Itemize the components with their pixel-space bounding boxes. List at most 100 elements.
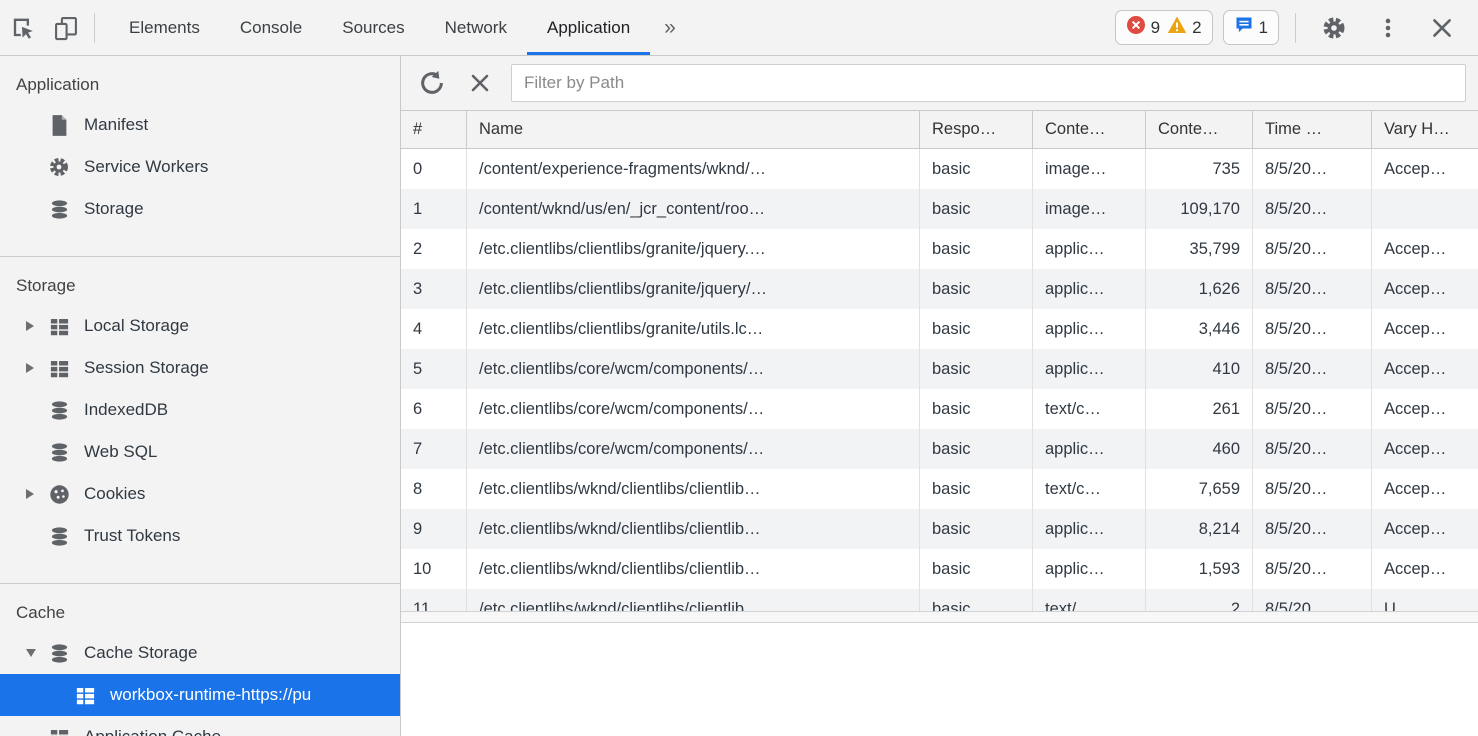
table-row[interactable]: 10/etc.clientlibs/wknd/clientlibs/client… [401, 549, 1478, 589]
cell-content_length: 1,626 [1146, 269, 1253, 309]
table-row[interactable]: 5/etc.clientlibs/core/wcm/components/…ba… [401, 349, 1478, 389]
table-row[interactable]: 8/etc.clientlibs/wknd/clientlibs/clientl… [401, 469, 1478, 509]
cell-content_type: applic… [1033, 349, 1146, 389]
cell-content_length: 35,799 [1146, 229, 1253, 269]
sidebar-item-local-storage[interactable]: Local Storage [0, 305, 400, 347]
table-row[interactable]: 3/etc.clientlibs/clientlibs/granite/jque… [401, 269, 1478, 309]
chevron-right-icon[interactable] [26, 489, 46, 499]
sidebar-item-web-sql[interactable]: Web SQL [0, 431, 400, 473]
sidebar-item-cache-storage[interactable]: Cache Storage [0, 632, 400, 674]
gear-icon [46, 155, 72, 179]
sidebar-item-application-cache[interactable]: Application Cache [0, 716, 400, 736]
cookie-icon [46, 483, 72, 506]
column-header-index[interactable]: # [401, 111, 467, 148]
chevron-right-icon[interactable] [26, 363, 46, 373]
sidebar-item-label: Trust Tokens [84, 526, 181, 545]
tab-network[interactable]: Network [444, 17, 507, 37]
cell-vary_header: Accep… [1384, 319, 1447, 338]
cell-name: /etc.clientlibs/wknd/clientlibs/clientli… [467, 509, 920, 549]
cell-time_cached: 8/5/20… [1253, 429, 1372, 469]
sidebar-item-label: IndexedDB [84, 400, 169, 419]
sidebar-item-workbox-runtime-https-pu[interactable]: workbox-runtime-https://pu [0, 674, 400, 716]
sidebar-item-label: Cookies [84, 484, 146, 503]
sidebar-item-session-storage[interactable]: Session Storage [0, 347, 400, 389]
column-header-name[interactable]: Name [467, 111, 920, 148]
sidebar-item-label: workbox-runtime-https://pu [110, 685, 312, 704]
console-messages-badge[interactable]: 1 [1222, 10, 1279, 45]
tab-strip: Elements Console Sources Network Application [109, 0, 651, 55]
sidebar-item-indexeddb[interactable]: IndexedDB [0, 389, 400, 431]
table-row[interactable]: 6/etc.clientlibs/core/wcm/components/…ba… [401, 389, 1478, 429]
cell-content_length: 261 [1146, 389, 1253, 429]
cell-time_cached: 8/5/20… [1253, 229, 1372, 269]
cell-time_cached: 8/5/20… [1253, 349, 1372, 389]
column-header-response_type[interactable]: Respo… [920, 111, 1033, 148]
table-icon [72, 684, 98, 707]
sidebar-item-label: Storage [84, 199, 144, 218]
sidebar-item-manifest[interactable]: Manifest [0, 104, 400, 146]
cell-index: 0 [401, 149, 467, 189]
column-header-content_length[interactable]: Conte… [1146, 111, 1253, 148]
sidebar-item-service-workers[interactable]: Service Workers [0, 146, 400, 188]
column-header-vary_header[interactable]: Vary H… [1384, 120, 1450, 138]
cell-index: 6 [401, 389, 467, 429]
table-row[interactable]: 1/content/wknd/us/en/_jcr_content/roo…ba… [401, 189, 1478, 229]
cell-time_cached: 8/5/20… [1253, 549, 1372, 589]
clear-icon[interactable] [463, 66, 497, 100]
cell-time_cached: 8/5/20… [1253, 269, 1372, 309]
console-issues-badge[interactable]: 9 2 [1114, 10, 1213, 45]
section-title: Storage [16, 276, 76, 295]
warning-count[interactable]: 2 [1167, 15, 1202, 40]
horizontal-scrollbar[interactable] [401, 611, 1478, 623]
message-count[interactable]: 1 [1234, 15, 1268, 40]
device-toolbar-icon[interactable] [44, 0, 88, 55]
sidebar-item-label: Manifest [84, 115, 149, 134]
table-row[interactable]: 11/etc.clientlibs/wknd/clientlibs/client… [401, 589, 1478, 611]
refresh-icon[interactable] [415, 66, 449, 100]
cell-name: /etc.clientlibs/clientlibs/granite/jquer… [467, 229, 920, 269]
cell-content_type: text/c… [1033, 469, 1146, 509]
sidebar-item-trust-tokens[interactable]: Trust Tokens [0, 515, 400, 557]
cell-vary_header: Accep… [1384, 159, 1447, 178]
section-title: Application [16, 75, 100, 94]
sidebar-section-storage: Storage Local Storage Session Storage In… [0, 257, 400, 584]
close-icon[interactable] [1420, 15, 1464, 41]
sidebar-item-label: Service Workers [84, 157, 209, 176]
tab-elements[interactable]: Elements [129, 17, 200, 37]
cell-vary_header: Accep… [1384, 399, 1447, 418]
error-count[interactable]: 9 [1126, 15, 1160, 40]
cell-index: 11 [401, 589, 467, 611]
cell-content_length: 109,170 [1146, 189, 1253, 229]
more-tabs-button[interactable]: » [664, 15, 676, 39]
cell-name: /etc.clientlibs/clientlibs/granite/jquer… [467, 269, 920, 309]
tab-sources[interactable]: Sources [342, 17, 405, 37]
tab-console[interactable]: Console [239, 17, 303, 37]
table-row[interactable]: 2/etc.clientlibs/clientlibs/granite/jque… [401, 229, 1478, 269]
cell-response_type: basic [920, 389, 1033, 429]
cell-vary_header: Accep… [1384, 519, 1447, 538]
table-row[interactable]: 7/etc.clientlibs/core/wcm/components/…ba… [401, 429, 1478, 469]
kebab-menu-icon[interactable] [1366, 15, 1410, 41]
table-row[interactable]: 0/content/experience-fragments/wknd/…bas… [401, 149, 1478, 189]
chevron-right-icon[interactable] [26, 321, 46, 331]
settings-gear-icon[interactable] [1312, 14, 1356, 42]
cell-response_type: basic [920, 429, 1033, 469]
table-row[interactable]: 4/etc.clientlibs/clientlibs/granite/util… [401, 309, 1478, 349]
cell-time_cached: 8/5/20… [1253, 189, 1372, 229]
section-title: Cache [16, 603, 66, 622]
sidebar-item-cookies[interactable]: Cookies [0, 473, 400, 515]
filter-by-path-input[interactable] [511, 64, 1466, 102]
cell-vary_header: Accep… [1384, 279, 1447, 298]
column-header-time_cached[interactable]: Time … [1253, 111, 1372, 148]
sidebar-item-storage[interactable]: Storage [0, 188, 400, 230]
tab-application[interactable]: Application [526, 0, 651, 55]
cell-content_type: text/… [1033, 589, 1146, 611]
inspect-element-icon[interactable] [0, 0, 44, 55]
cell-response_type: basic [920, 149, 1033, 189]
column-header-content_type[interactable]: Conte… [1033, 111, 1146, 148]
chevron-down-icon[interactable] [26, 649, 46, 657]
table-row[interactable]: 9/etc.clientlibs/wknd/clientlibs/clientl… [401, 509, 1478, 549]
